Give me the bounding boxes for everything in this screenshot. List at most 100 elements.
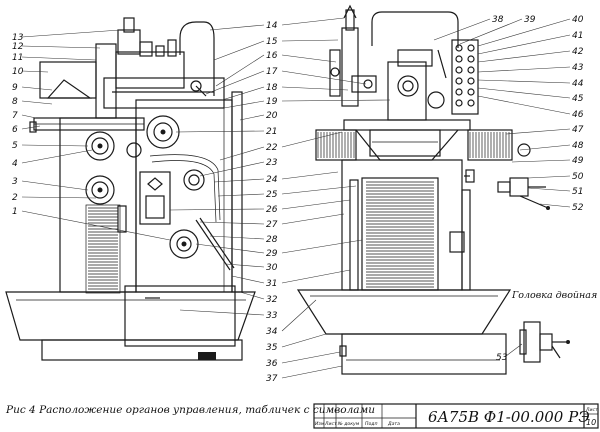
leader-line bbox=[459, 18, 523, 45]
leader-line bbox=[239, 114, 265, 121]
left-bellows bbox=[85, 204, 121, 294]
callout-5: 5 bbox=[12, 141, 18, 151]
leader-line bbox=[195, 243, 265, 254]
right-callouts: 38 39 40 41 42 43 44 45 46 47 48 49 50 5… bbox=[492, 15, 584, 213]
callout-38: 38 bbox=[492, 15, 504, 25]
leader-line bbox=[281, 171, 339, 180]
leader-line bbox=[21, 210, 171, 241]
callout-36: 36 bbox=[266, 359, 278, 369]
leader-line bbox=[527, 187, 571, 192]
leader-line bbox=[505, 343, 523, 357]
leader-line bbox=[477, 95, 571, 115]
callout-35: 35 bbox=[266, 343, 278, 353]
panel-knob bbox=[467, 99, 475, 107]
right-machine-view bbox=[296, 4, 550, 375]
leader-line bbox=[21, 125, 41, 130]
leader-line bbox=[477, 79, 571, 84]
callout-37: 37 bbox=[266, 374, 278, 384]
callout-48: 48 bbox=[572, 141, 584, 151]
callout-16: 16 bbox=[266, 51, 278, 61]
panel-knob bbox=[467, 44, 475, 52]
tb-sheet-label: Лист bbox=[585, 407, 598, 413]
left-machine-view bbox=[5, 17, 256, 361]
tb-header-izm: Изм bbox=[315, 421, 325, 427]
callout-27: 27 bbox=[266, 220, 278, 230]
leader-line bbox=[281, 199, 351, 210]
leader-line bbox=[477, 66, 571, 73]
tb-header-list: Лист bbox=[324, 421, 337, 427]
leader-line bbox=[281, 86, 349, 91]
callout-4: 4 bbox=[12, 159, 18, 169]
leader-line bbox=[21, 114, 37, 119]
callout-18: 18 bbox=[266, 83, 278, 93]
leader-line bbox=[223, 100, 265, 109]
right-control-panel bbox=[451, 39, 479, 115]
panel-knob bbox=[455, 66, 463, 74]
panel-knob bbox=[467, 55, 475, 63]
leader-lines bbox=[21, 17, 571, 379]
leader-line bbox=[219, 146, 265, 161]
leader-line bbox=[281, 39, 339, 42]
middle-callouts: 14 15 16 17 18 19 20 21 22 23 24 25 26 2… bbox=[266, 21, 278, 384]
panel-knob bbox=[455, 99, 463, 107]
leader-line bbox=[21, 45, 101, 49]
inset-label: Головка двойная bbox=[511, 290, 597, 301]
callout-39: 39 bbox=[524, 15, 536, 25]
leader-line bbox=[221, 86, 265, 101]
tb-designation: 6А75В Ф1-00.000 РЭ bbox=[428, 408, 590, 426]
left-handwheel-right bbox=[146, 115, 180, 149]
leader-line bbox=[281, 299, 317, 332]
leader-line bbox=[281, 54, 337, 63]
callout-44: 44 bbox=[572, 79, 584, 89]
leader-line bbox=[477, 50, 571, 63]
callout-11: 11 bbox=[12, 53, 23, 63]
figure-caption: Рис 4 Расположение органов управления, т… bbox=[5, 404, 375, 416]
panel-knob bbox=[455, 77, 463, 85]
callout-20: 20 bbox=[266, 111, 278, 121]
callout-30: 30 bbox=[266, 263, 278, 273]
callout-41: 41 bbox=[572, 31, 583, 41]
leader-line bbox=[213, 178, 265, 183]
leader-line bbox=[21, 86, 53, 91]
leader-line bbox=[217, 193, 265, 197]
leader-line bbox=[21, 70, 49, 73]
leader-line bbox=[281, 365, 343, 379]
left-handwheel-upper bbox=[85, 131, 115, 161]
leader-line bbox=[209, 24, 265, 31]
callout-24: 24 bbox=[266, 175, 278, 185]
callout-21: 21 bbox=[266, 127, 277, 137]
leader-line bbox=[511, 159, 571, 163]
leader-line bbox=[281, 131, 343, 148]
leader-line bbox=[175, 130, 265, 133]
callout-31: 31 bbox=[266, 279, 277, 289]
callout-19: 19 bbox=[266, 97, 278, 107]
callout-45: 45 bbox=[572, 94, 584, 104]
leader-line bbox=[539, 203, 571, 208]
leader-line bbox=[477, 18, 571, 47]
leader-line bbox=[21, 180, 89, 191]
callout-29: 29 bbox=[266, 249, 278, 259]
callout-33: 33 bbox=[266, 311, 278, 321]
leader-line bbox=[281, 70, 367, 85]
callout-47: 47 bbox=[572, 125, 584, 135]
callout-23: 23 bbox=[266, 158, 278, 168]
callout-46: 46 bbox=[572, 110, 584, 120]
leader-line bbox=[199, 221, 265, 225]
leader-line bbox=[281, 17, 345, 26]
callout-34: 34 bbox=[266, 327, 278, 337]
callout-26: 26 bbox=[266, 205, 278, 215]
leader-line bbox=[213, 40, 265, 61]
left-handwheel-bottom bbox=[169, 229, 199, 259]
callout-50: 50 bbox=[572, 172, 584, 182]
leader-line bbox=[21, 29, 121, 38]
callout-6: 6 bbox=[12, 125, 18, 135]
leader-line bbox=[505, 128, 571, 135]
leader-line bbox=[281, 269, 351, 284]
leader-line bbox=[21, 56, 97, 61]
callout-43: 43 bbox=[572, 63, 584, 73]
callout-22: 22 bbox=[266, 143, 278, 153]
leader-line bbox=[477, 34, 571, 55]
callout-51: 51 bbox=[572, 187, 583, 197]
callout-3: 3 bbox=[12, 177, 18, 187]
tb-sheet-number: 10 bbox=[586, 418, 596, 427]
